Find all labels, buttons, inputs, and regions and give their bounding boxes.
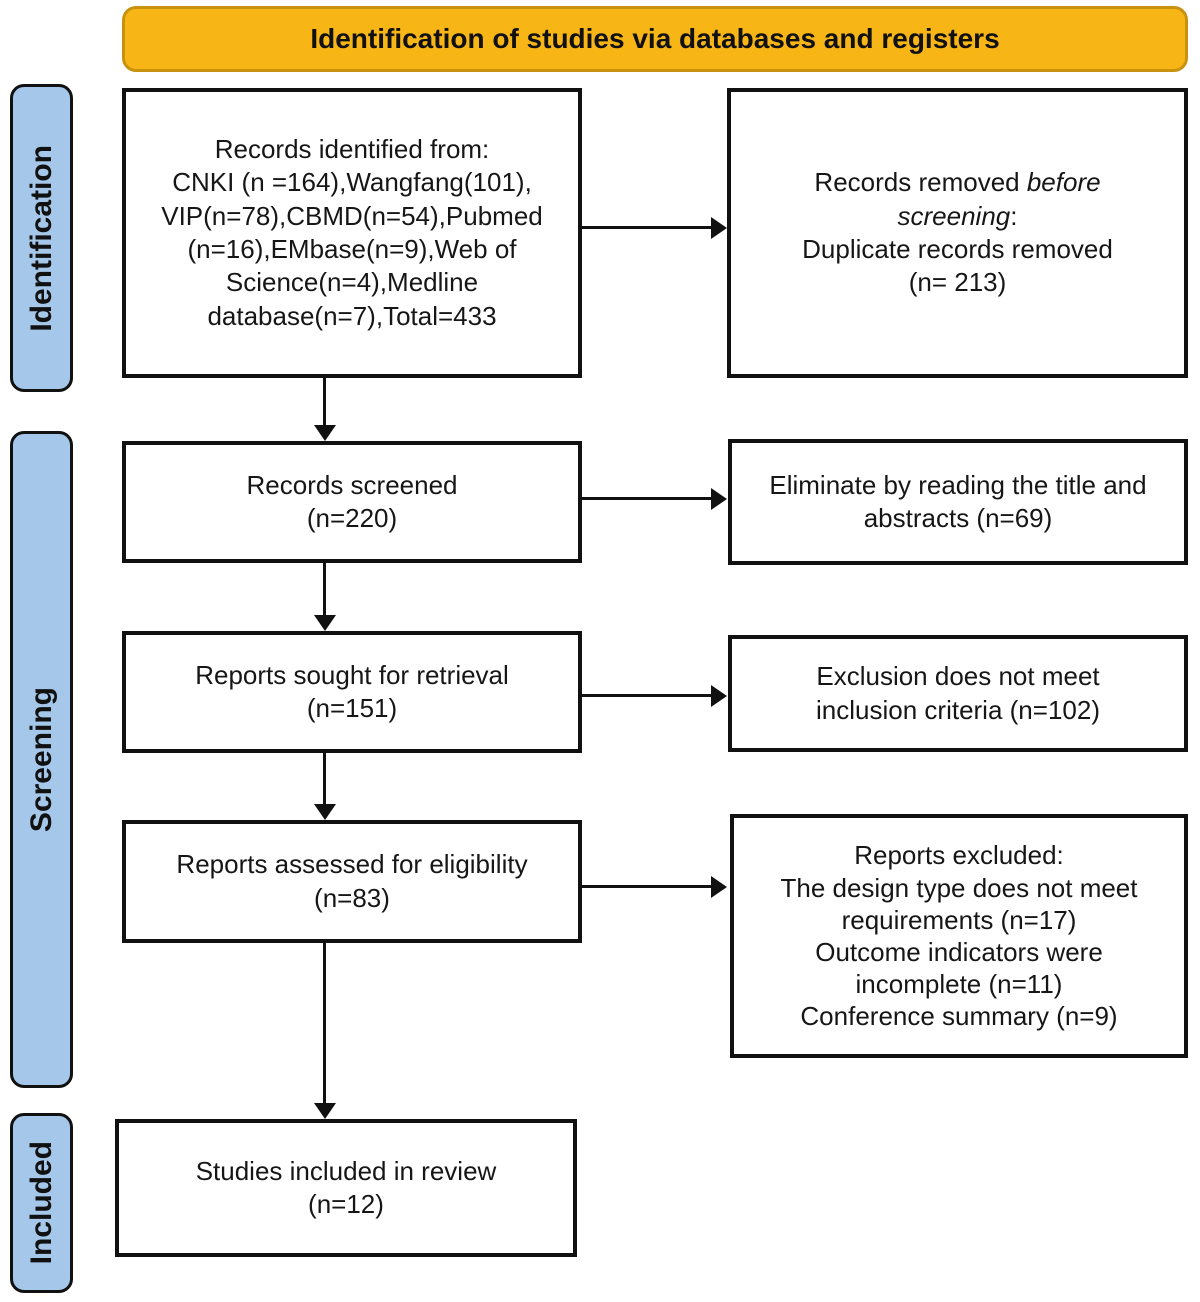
text-line: Conference summary (n=9) bbox=[800, 1001, 1118, 1032]
text-line: VIP(n=78),CBMD(n=54),Pubmed bbox=[161, 200, 543, 231]
text-line: (n=151) bbox=[306, 693, 398, 723]
banner-identification-of-studies: Identification of studies via databases … bbox=[122, 6, 1188, 72]
arrowhead-down-icon bbox=[313, 615, 336, 631]
stage-label-identification: Identification bbox=[24, 144, 58, 332]
text-line: The design type does not meet bbox=[780, 872, 1138, 903]
arrowhead-right-icon bbox=[711, 875, 727, 898]
text-line: abstracts (n=69) bbox=[863, 503, 1053, 533]
text-line: Reports assessed for eligibility bbox=[176, 849, 528, 880]
text-line: Reports sought for retrieval bbox=[195, 659, 509, 690]
box-records-identified: Records identified from: CNKI (n =164),W… bbox=[122, 88, 582, 378]
text-line: Duplicate records removed bbox=[802, 234, 1113, 264]
text-line: Records screened bbox=[246, 469, 458, 500]
text-line: (n=12) bbox=[308, 1189, 384, 1219]
banner-title: Identification of studies via databases … bbox=[310, 23, 1000, 54]
arrowhead-right-icon bbox=[711, 487, 727, 510]
arrowhead-down-icon bbox=[313, 804, 336, 820]
arrow-shaft bbox=[582, 885, 712, 888]
box-records-screened: Records screened (n=220) bbox=[122, 441, 582, 563]
text-line: Science(n=4),Medline bbox=[225, 267, 479, 298]
arrow-shaft bbox=[323, 943, 326, 1103]
arrowhead-right-icon bbox=[711, 216, 727, 239]
stage-label-included: Included bbox=[24, 1141, 58, 1265]
text-line: Outcome indicators were bbox=[815, 937, 1103, 967]
text-line: Reports excluded: bbox=[854, 840, 1064, 871]
text-line: (n= 213) bbox=[908, 267, 1007, 298]
text-line: (n=16),EMbase(n=9),Web of bbox=[187, 234, 517, 264]
arrow-shaft bbox=[582, 226, 712, 229]
box-reports-sought: Reports sought for retrieval (n=151) bbox=[122, 631, 582, 753]
text-line: Studies included in review bbox=[195, 1155, 497, 1186]
text-line: Exclusion does not meet bbox=[816, 661, 1100, 692]
box-studies-included: Studies included in review (n=12) bbox=[115, 1119, 577, 1257]
box-reports-assessed: Reports assessed for eligibility (n=83) bbox=[122, 820, 582, 943]
box-reports-excluded: Reports excluded: The design type does n… bbox=[730, 814, 1188, 1058]
text-segment: : bbox=[1010, 200, 1018, 231]
arrow-shaft bbox=[582, 497, 712, 500]
arrow-shaft bbox=[323, 753, 326, 804]
stage-rail-included: Included bbox=[10, 1113, 73, 1293]
text-line: inclusion criteria (n=102) bbox=[816, 694, 1100, 725]
text-segment-italic: before bbox=[1026, 167, 1101, 198]
arrowhead-right-icon bbox=[711, 684, 727, 707]
stage-label-screening: Screening bbox=[24, 686, 58, 833]
text-line: incomplete (n=11) bbox=[855, 969, 1063, 1000]
stage-rail-identification: Identification bbox=[10, 84, 73, 392]
text-line: Eliminate by reading the title and bbox=[769, 469, 1147, 500]
text-segment-italic: screening bbox=[897, 200, 1011, 231]
box-records-removed-before-screening: Records removed before screening: Duplic… bbox=[727, 88, 1188, 378]
text-line: Records removed before bbox=[814, 166, 1100, 199]
arrowhead-down-icon bbox=[313, 1103, 336, 1119]
arrow-shaft bbox=[582, 694, 712, 697]
text-line: (n=83) bbox=[314, 882, 390, 913]
arrow-shaft bbox=[323, 563, 326, 615]
text-line: Records identified from: bbox=[214, 134, 490, 165]
text-line: requirements (n=17) bbox=[841, 904, 1077, 935]
stage-rail-screening: Screening bbox=[10, 431, 73, 1088]
text-line: screening: bbox=[898, 200, 1018, 233]
text-segment: Records removed bbox=[814, 167, 1027, 198]
box-exclusion-criteria: Exclusion does not meet inclusion criter… bbox=[728, 635, 1188, 752]
text-line: (n=220) bbox=[306, 503, 398, 533]
box-eliminate-title-abstracts: Eliminate by reading the title and abstr… bbox=[728, 439, 1188, 565]
text-line: database(n=7),Total=433 bbox=[207, 300, 497, 331]
arrow-shaft bbox=[323, 378, 326, 425]
arrowhead-down-icon bbox=[313, 425, 336, 441]
text-line: CNKI (n =164),Wangfang(101), bbox=[172, 167, 532, 198]
